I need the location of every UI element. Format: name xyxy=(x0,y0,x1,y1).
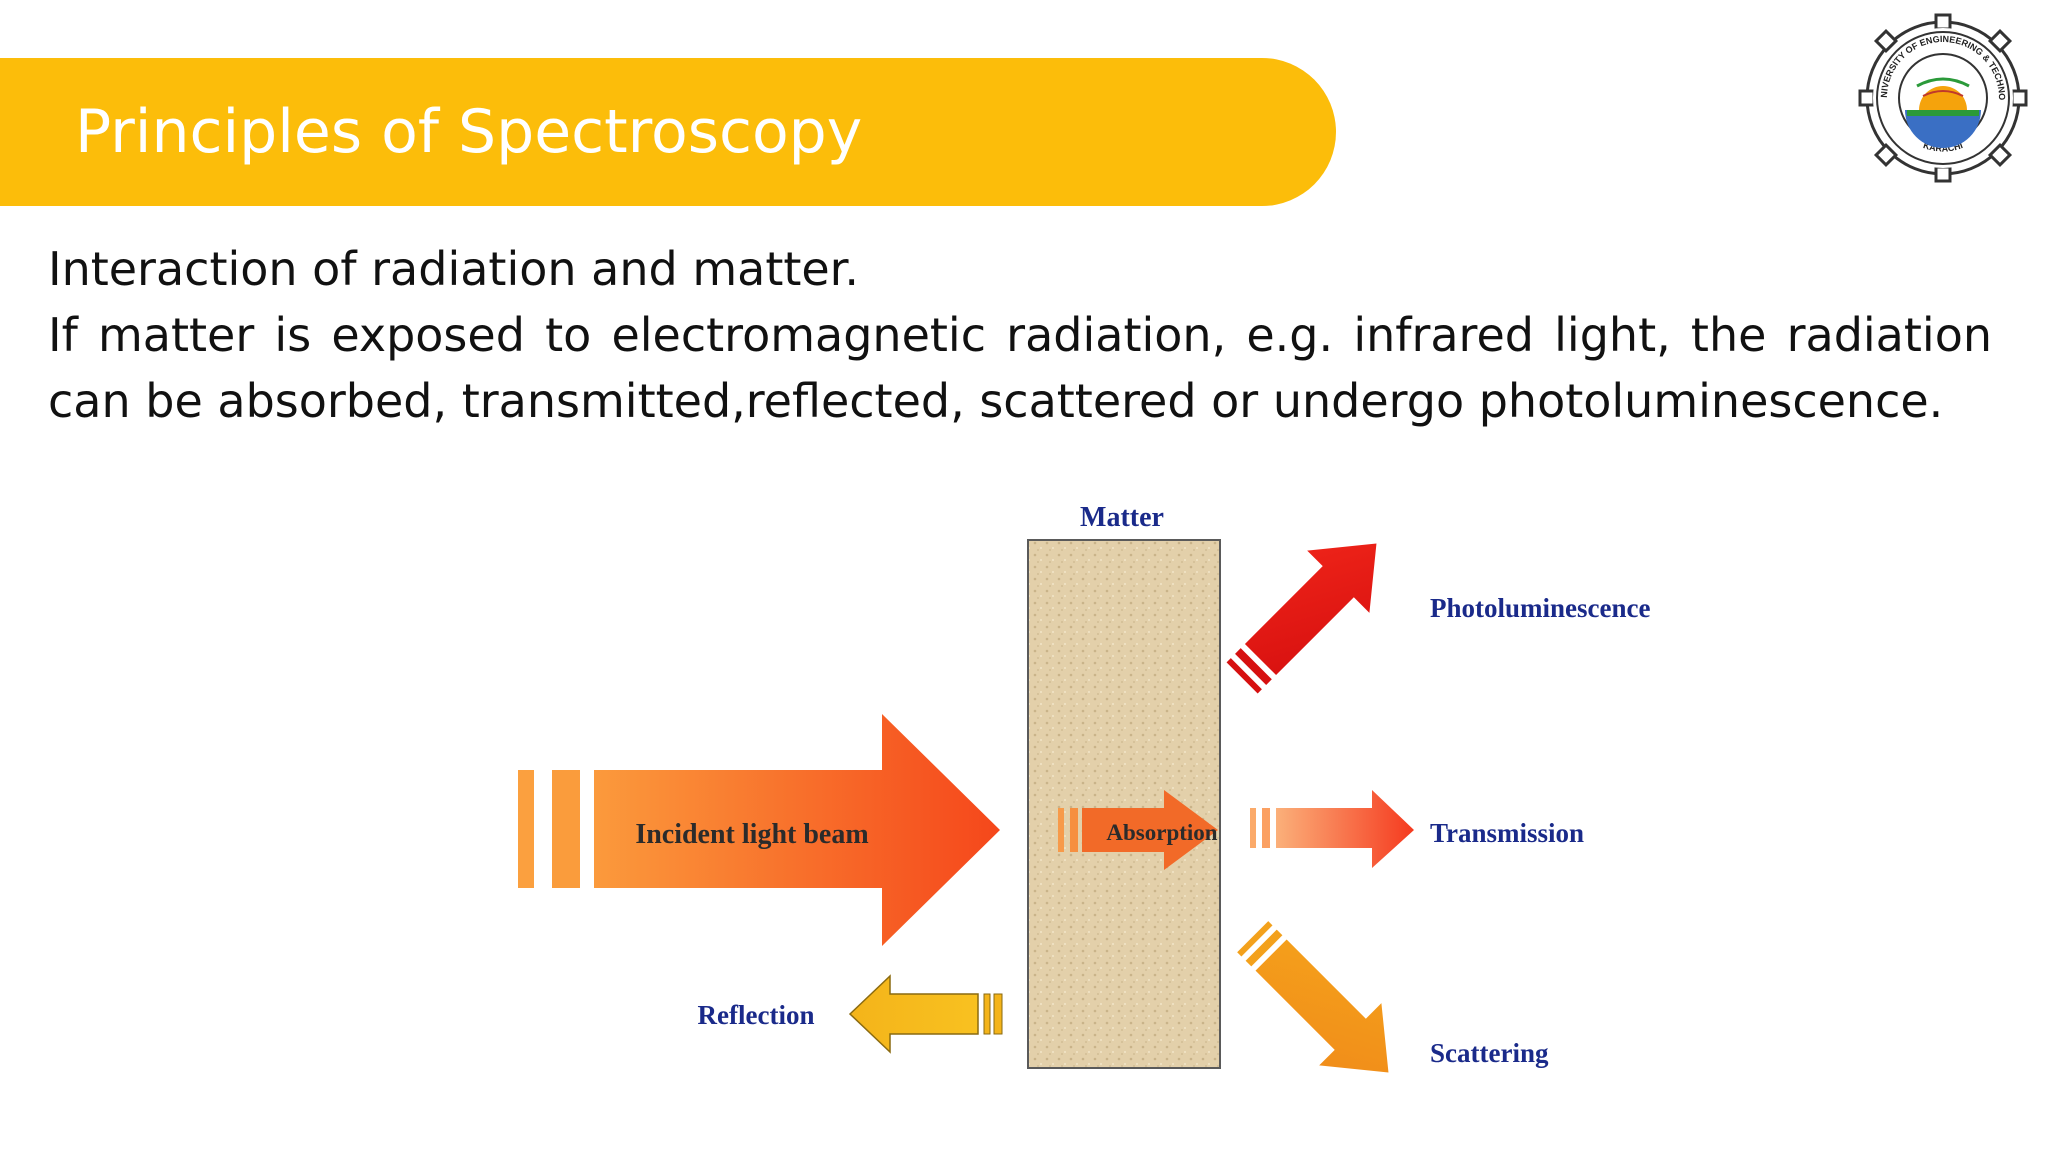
explanation-paragraph: If matter is exposed to electromagnetic … xyxy=(48,308,1992,428)
incident-label: Incident light beam xyxy=(635,819,868,850)
transmission-label: Transmission xyxy=(1430,818,1584,848)
absorption-label: Absorption xyxy=(1106,820,1217,845)
university-logo: NED UNIVERSITY OF ENGINEERING & TECHNOLO… xyxy=(1857,12,2028,183)
reflection-arrow xyxy=(848,974,1003,1054)
body-text: Interaction of radiation and matter. If … xyxy=(48,236,1992,434)
emblem-icon xyxy=(1905,77,1981,148)
photoluminescence-label: Photoluminescence xyxy=(1430,593,1650,623)
title-banner: Principles of Spectroscopy xyxy=(0,58,1336,206)
incident-arrow xyxy=(518,714,1000,946)
transmission-arrow xyxy=(1250,790,1414,868)
photoluminescence-arrow xyxy=(1226,543,1377,694)
matter-label: Matter xyxy=(1080,502,1164,533)
scattering-label: Scattering xyxy=(1430,1038,1549,1068)
absorption-arrow xyxy=(1058,790,1218,870)
matter-block xyxy=(1027,539,1221,1069)
scattering-arrow xyxy=(1237,921,1389,1073)
intro-line: Interaction of radiation and matter. xyxy=(48,242,859,296)
reflection-label: Reflection xyxy=(698,1000,815,1030)
slide-title: Principles of Spectroscopy xyxy=(75,97,863,167)
